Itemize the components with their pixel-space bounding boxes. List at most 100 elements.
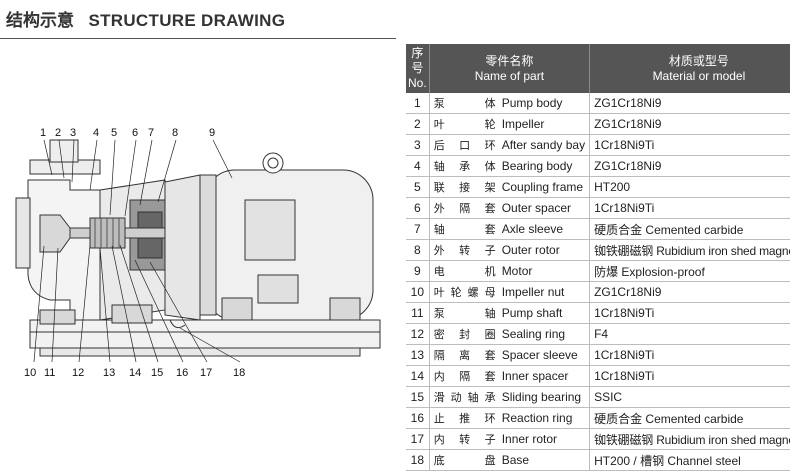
callout-13: 13 (103, 367, 115, 379)
part-name-cell: 滑动轴承 Sliding bearing (429, 386, 591, 408)
callout-4: 4 (93, 127, 99, 139)
header-material-cn: 材质或型号 (668, 53, 729, 68)
part-name-cn: 外隔套 (433, 202, 496, 215)
material-cell: 硬质合金 Cemented carbide (589, 407, 790, 429)
part-name-en: Outer spacer (501, 201, 572, 215)
part-name-cell: 内转子 Inner rotor (429, 428, 591, 450)
part-name-cn: 滑动轴承 (433, 391, 496, 404)
row-number: 9 (406, 260, 430, 282)
part-name-cn: 电机 (433, 265, 496, 278)
material-cell: ZG1Cr18Ni9 (589, 155, 790, 177)
part-name-en: Outer rotor (501, 243, 560, 257)
part-name-cn: 轴承体 (433, 160, 496, 173)
row-number: 4 (406, 155, 430, 177)
header-part-cn: 零件名称 (485, 53, 534, 68)
callout-14: 14 (129, 367, 141, 379)
header-no: 序号 No. (406, 44, 430, 93)
material-cell: 1Cr18Ni9Ti (589, 134, 790, 156)
row-number: 15 (406, 386, 430, 408)
material-cell: HT200 / 槽钢 Channel steel (589, 449, 790, 471)
row-number: 16 (406, 407, 430, 429)
material-cell: 1Cr18Ni9Ti (589, 344, 790, 366)
row-number: 3 (406, 134, 430, 156)
part-name-en: Impeller (501, 117, 545, 131)
part-name-cell: 叶轮 Impeller (429, 113, 591, 135)
part-name-cn: 止推环 (433, 412, 496, 425)
row-number: 13 (406, 344, 430, 366)
part-name-en: Motor (501, 264, 533, 278)
row-number: 18 (406, 449, 430, 471)
callout-9: 9 (209, 127, 215, 139)
material-cell: ZG1Cr18Ni9 (589, 113, 790, 135)
callout-5: 5 (111, 127, 117, 139)
part-name-en: Base (501, 453, 530, 467)
part-name-cn: 叶轮 (433, 118, 496, 131)
callout-1: 1 (40, 127, 46, 139)
base-plate (29, 319, 381, 349)
material-cell: 1Cr18Ni9Ti (589, 365, 790, 387)
part-name-en: Pump shaft (501, 306, 563, 320)
callout-10: 10 (24, 367, 36, 379)
row-number: 8 (406, 239, 430, 261)
material-cell: F4 (589, 323, 790, 345)
row-number: 5 (406, 176, 430, 198)
part-name-cn: 泵体 (433, 97, 496, 110)
part-name-cn: 内转子 (433, 433, 496, 446)
header-material-en: Material or model (652, 68, 746, 83)
part-name-cell: 外转子 Outer rotor (429, 239, 591, 261)
material-cell: 1Cr18Ni9Ti (589, 197, 790, 219)
part-name-cn: 叶轮螺母 (433, 286, 496, 299)
row-number: 11 (406, 302, 430, 324)
callout-18: 18 (233, 367, 245, 379)
part-name-cn: 隔离套 (433, 349, 496, 362)
header-no-cn: 序号 (411, 46, 424, 75)
part-name-en: Pump body (501, 96, 563, 110)
callout-17: 17 (200, 367, 212, 379)
callout-8: 8 (172, 127, 178, 139)
header-part: 零件名称 Name of part (429, 44, 591, 93)
material-cell: 铷铁硼磁钢 Rubidium iron shed magnets (589, 428, 790, 450)
part-name-cn: 外转子 (433, 244, 496, 257)
material-cell: SSIC (589, 386, 790, 408)
part-name-cell: 外隔套 Outer spacer (429, 197, 591, 219)
part-name-cn: 密封圈 (433, 328, 496, 341)
part-name-cn: 底盘 (433, 454, 496, 467)
callout-2: 2 (55, 127, 61, 139)
callout-15: 15 (151, 367, 163, 379)
part-name-en: Sliding bearing (501, 390, 582, 404)
part-name-cn: 联接架 (433, 181, 496, 194)
material-cell: 硬质合金 Cemented carbide (589, 218, 790, 240)
row-number: 7 (406, 218, 430, 240)
row-number: 12 (406, 323, 430, 345)
material-cell: 铷铁硼磁钢 Rubidium iron shed magnets (589, 239, 790, 261)
table-header-row: 序号 No. 零件名称 Name of part 材质或型号 Material … (406, 44, 790, 93)
row-number: 14 (406, 365, 430, 387)
row-number: 10 (406, 281, 430, 303)
part-name-en: Reaction ring (501, 411, 573, 425)
section-title: 结构示意 STRUCTURE DRAWING (6, 6, 285, 36)
callout-16: 16 (176, 367, 188, 379)
part-name-en: Inner rotor (501, 432, 558, 446)
part-name-cn: 后口环 (433, 139, 496, 152)
